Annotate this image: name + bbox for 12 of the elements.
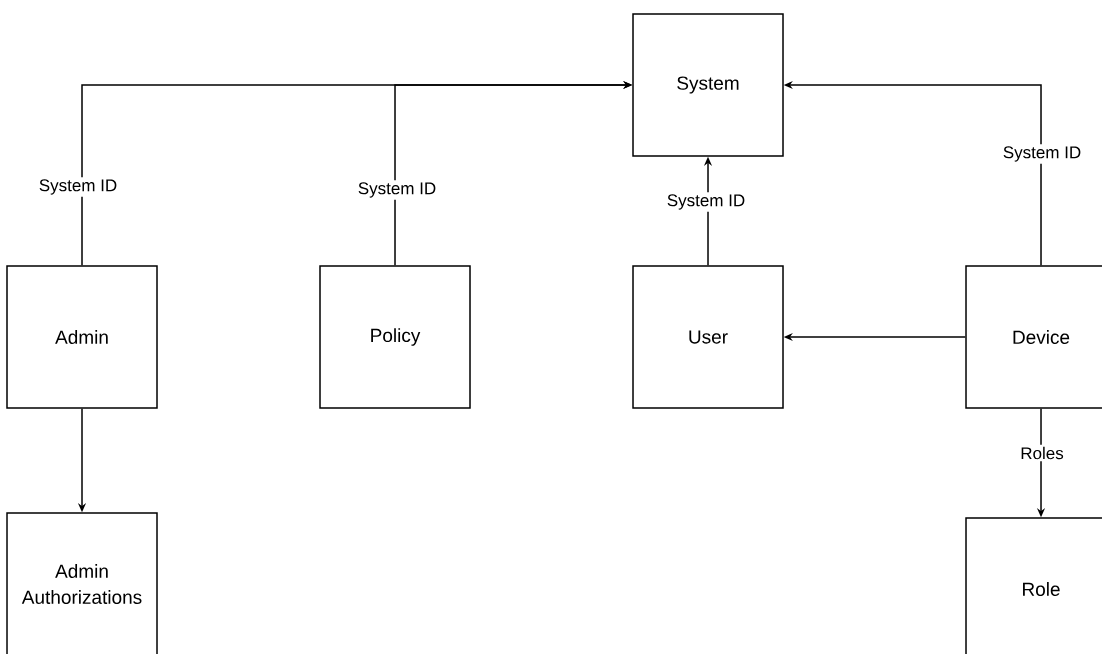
edge-label: System ID [36, 177, 120, 197]
edge-label: System ID [1000, 144, 1084, 164]
edge-label: Roles [1018, 444, 1066, 462]
entity-box: Admin Authorizations [6, 512, 158, 654]
entity-box: User [632, 265, 784, 409]
entity-box: System [632, 13, 784, 157]
entity-box: Device [965, 265, 1102, 409]
edge-label: System ID [355, 180, 439, 200]
entity-box: Admin [6, 265, 158, 409]
entity-box: Policy [319, 265, 471, 409]
edge-label: System ID [664, 192, 748, 212]
entity-box: Role [965, 517, 1102, 654]
